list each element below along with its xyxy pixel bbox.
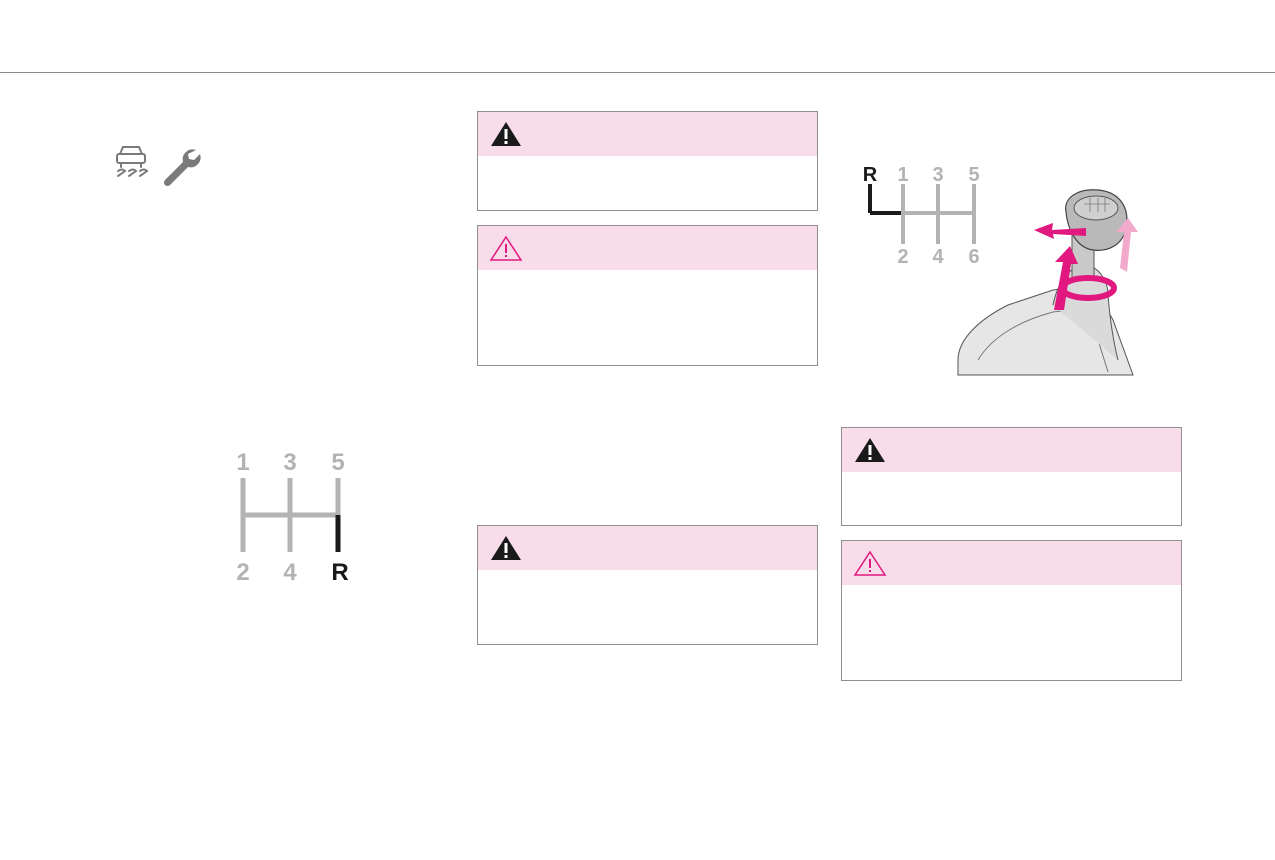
gear-label: 6 bbox=[968, 246, 979, 268]
gear-label-reverse: R bbox=[331, 559, 348, 586]
gear-label: 2 bbox=[236, 559, 249, 586]
warning-triangle-filled-icon bbox=[491, 122, 521, 146]
caution-box-2 bbox=[841, 540, 1182, 681]
warning-box-header bbox=[478, 112, 817, 156]
header-rule bbox=[0, 72, 1275, 73]
gear-pattern-5-speed: 1 3 5 2 4 R bbox=[228, 440, 368, 590]
wrench-icon bbox=[163, 149, 201, 187]
warning-box-2 bbox=[477, 525, 818, 645]
warning-triangle-outline-icon bbox=[853, 550, 887, 576]
header-icons bbox=[112, 144, 204, 188]
gear-label: 3 bbox=[283, 449, 296, 476]
warning-box-header bbox=[842, 428, 1181, 472]
movement-arrows bbox=[1034, 218, 1138, 310]
caution-box-header bbox=[842, 541, 1181, 585]
warning-triangle-filled-icon bbox=[855, 438, 885, 462]
gear-label: 5 bbox=[968, 164, 979, 186]
warning-box-3 bbox=[841, 427, 1182, 526]
warning-box-1 bbox=[477, 111, 818, 211]
car-skid-icon bbox=[116, 146, 149, 177]
warning-triangle-outline-icon bbox=[489, 235, 523, 261]
gear-label-reverse: R bbox=[863, 164, 878, 186]
warning-box-header bbox=[478, 526, 817, 570]
gear-label: 4 bbox=[932, 246, 944, 268]
gear-label: 4 bbox=[283, 559, 297, 586]
caution-box-1 bbox=[477, 225, 818, 366]
gear-lever-illustration: R 1 3 5 2 4 6 bbox=[858, 160, 1148, 380]
gear-label: 5 bbox=[331, 449, 344, 476]
warning-triangle-filled-icon bbox=[491, 536, 521, 560]
gear-label: 2 bbox=[897, 246, 908, 268]
gear-label: 1 bbox=[236, 449, 249, 476]
gear-pattern-6-speed: R 1 3 5 2 4 6 bbox=[863, 164, 980, 268]
gear-label: 3 bbox=[932, 164, 943, 186]
caution-box-header bbox=[478, 226, 817, 270]
gear-label: 1 bbox=[897, 164, 908, 186]
